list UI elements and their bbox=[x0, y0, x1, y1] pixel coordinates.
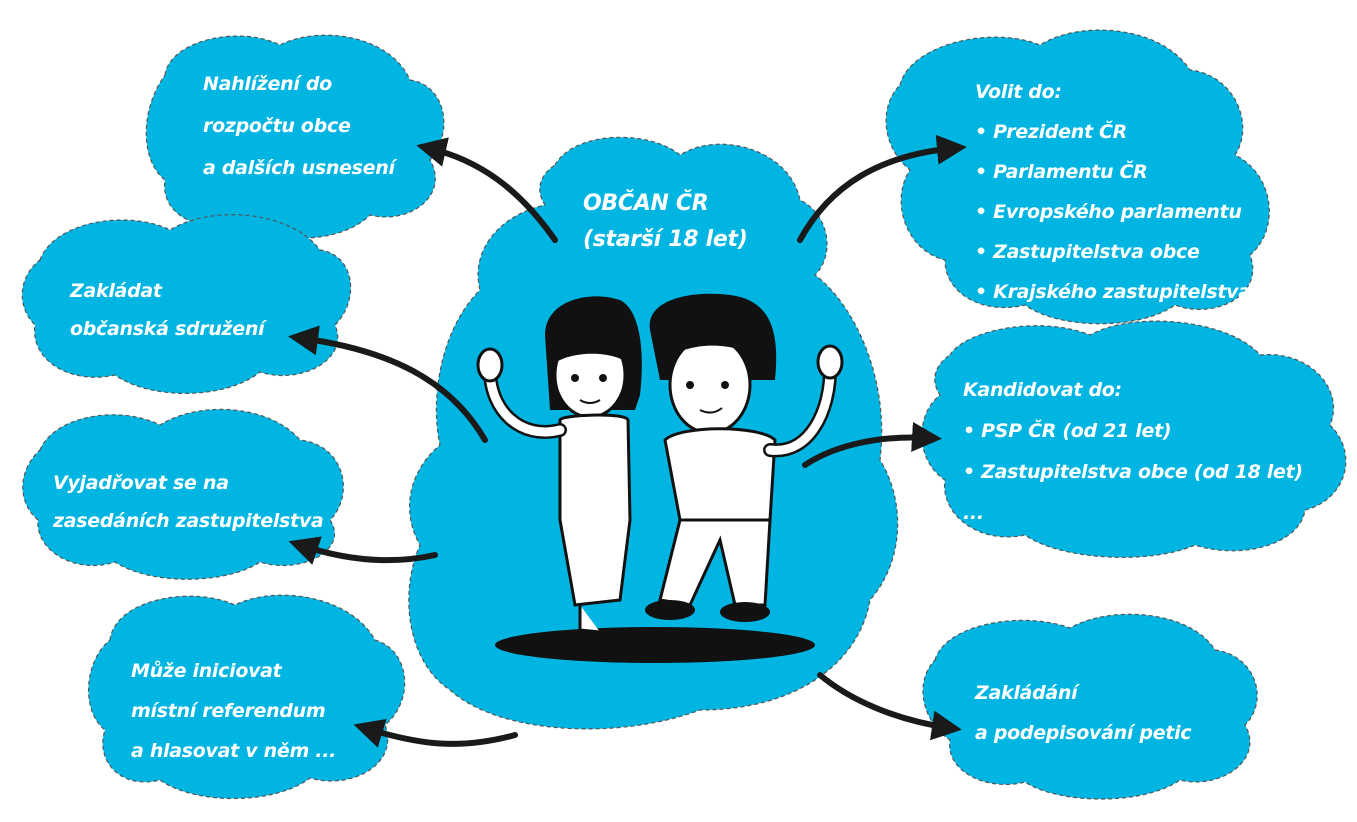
arrow-to-vyjadrovat bbox=[288, 536, 438, 565]
bubble-line: Vyjadřovat se na bbox=[53, 472, 229, 494]
cloud-volit bbox=[885, 29, 1270, 325]
bubble-kandidovat: Kandidovat do: • PSP ČR (od 21 let) • Za… bbox=[963, 370, 1303, 534]
arrow-to-kandidovat bbox=[802, 421, 942, 468]
bubble-line: Zakládat bbox=[70, 280, 162, 302]
two-citizens-illustration bbox=[476, 293, 844, 663]
bubble-line: Zakládání bbox=[975, 682, 1078, 704]
center-subtitle: (starší 18 let) bbox=[583, 227, 748, 252]
arrow-to-volit bbox=[797, 134, 967, 243]
arrow-to-referendum bbox=[353, 718, 518, 748]
cloud-center bbox=[408, 136, 899, 730]
bubble-referendum: Může iniciovat místní referendum a hlaso… bbox=[131, 651, 336, 771]
bubble-nahlizeni: Nahlížení do rozpočtu obce a dalších usn… bbox=[203, 63, 395, 189]
kandidovat-item: ... bbox=[963, 502, 984, 524]
cloud-vyjadrovat bbox=[22, 408, 344, 580]
bubble-line: Může iniciovat bbox=[131, 660, 282, 682]
cloud-kandidovat bbox=[921, 320, 1347, 558]
bubble-line: a dalších usnesení bbox=[203, 157, 395, 179]
volit-item: • Zastupitelstva obce bbox=[975, 241, 1200, 263]
girl-figure bbox=[476, 296, 642, 634]
arrow-to-sdruzeni bbox=[288, 325, 488, 443]
cloud-petice bbox=[922, 613, 1258, 800]
cloud-sdruzeni bbox=[21, 214, 352, 394]
kandidovat-item: • PSP ČR (od 21 let) bbox=[963, 420, 1172, 442]
bubble-petice: Zakládání a podepisování petic bbox=[975, 673, 1192, 753]
bubble-sdruzeni: Zakládat občanská sdružení bbox=[70, 272, 265, 348]
volit-item: • Prezident ČR bbox=[975, 121, 1128, 143]
cloud-referendum bbox=[87, 594, 406, 800]
bubble-line: a hlasovat v něm ... bbox=[131, 740, 337, 762]
center-label: OBČAN ČR (starší 18 let) bbox=[583, 186, 748, 258]
bubble-vyjadrovat: Vyjadřovat se na zasedáních zastupitelst… bbox=[53, 464, 324, 540]
cloud-nahlizeni bbox=[145, 34, 445, 239]
bubble-line: místní referendum bbox=[131, 700, 326, 722]
center-title: OBČAN ČR bbox=[583, 191, 709, 216]
bubble-volit: Volit do: • Prezident ČR • Parlamentu ČR… bbox=[975, 72, 1251, 312]
bubble-line: zasedáních zastupitelstva bbox=[53, 510, 324, 532]
bubble-line: rozpočtu obce bbox=[203, 115, 351, 137]
kandidovat-item: • Zastupitelstva obce (od 18 let) bbox=[963, 461, 1303, 483]
volit-item: • Krajského zastupitelstva bbox=[975, 281, 1251, 303]
boy-figure bbox=[645, 293, 844, 622]
kandidovat-heading: Kandidovat do: bbox=[963, 379, 1122, 401]
bubble-line: a podepisování petic bbox=[975, 722, 1192, 744]
bubble-line: občanská sdružení bbox=[70, 318, 265, 340]
ground-shadow bbox=[495, 627, 815, 663]
volit-item: • Parlamentu ČR bbox=[975, 161, 1148, 183]
volit-heading: Volit do: bbox=[975, 81, 1062, 103]
arrow-to-nahlizeni bbox=[416, 137, 558, 243]
bubble-line: Nahlížení do bbox=[203, 73, 332, 95]
arrow-to-petice bbox=[817, 672, 962, 741]
volit-item: • Evropského parlamentu bbox=[975, 201, 1242, 223]
